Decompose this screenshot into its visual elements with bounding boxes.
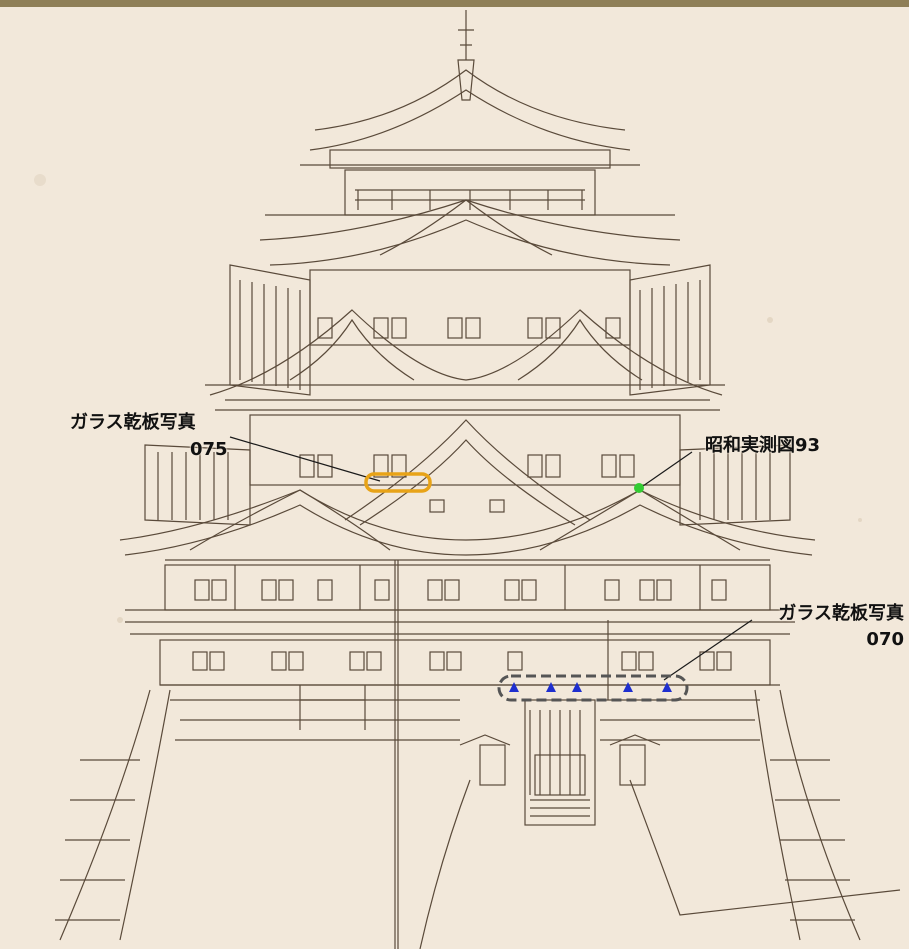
top-frame-bar [0,0,909,7]
label-glass-plate-075-number[interactable]: 075 [190,439,228,460]
leader-line-070 [663,619,753,681]
blue-triangle-marker[interactable] [546,682,556,692]
label-glass-plate-070-title[interactable]: ガラス乾板写真 [778,603,904,624]
blue-triangle-marker[interactable] [623,682,633,692]
blue-triangle-marker[interactable] [509,682,519,692]
annotation-leader-lines [229,436,753,681]
orange-highlight-oval[interactable] [364,472,432,493]
blue-marker-band[interactable] [497,674,689,702]
markers-layer [364,472,689,702]
green-point-marker[interactable] [634,483,644,493]
leader-line-075 [229,436,381,482]
paper-background [0,7,909,949]
leader-line-showa93 [642,451,693,487]
blue-triangle-marker[interactable] [662,682,672,692]
label-glass-plate-075-title[interactable]: ガラス乾板写真 [70,412,196,433]
label-showa-survey-93[interactable]: 昭和実測図93 [705,435,821,456]
castle-tower-lines [55,10,901,949]
label-glass-plate-070-number[interactable]: 070 [866,629,904,650]
blue-triangle-marker[interactable] [572,682,582,692]
